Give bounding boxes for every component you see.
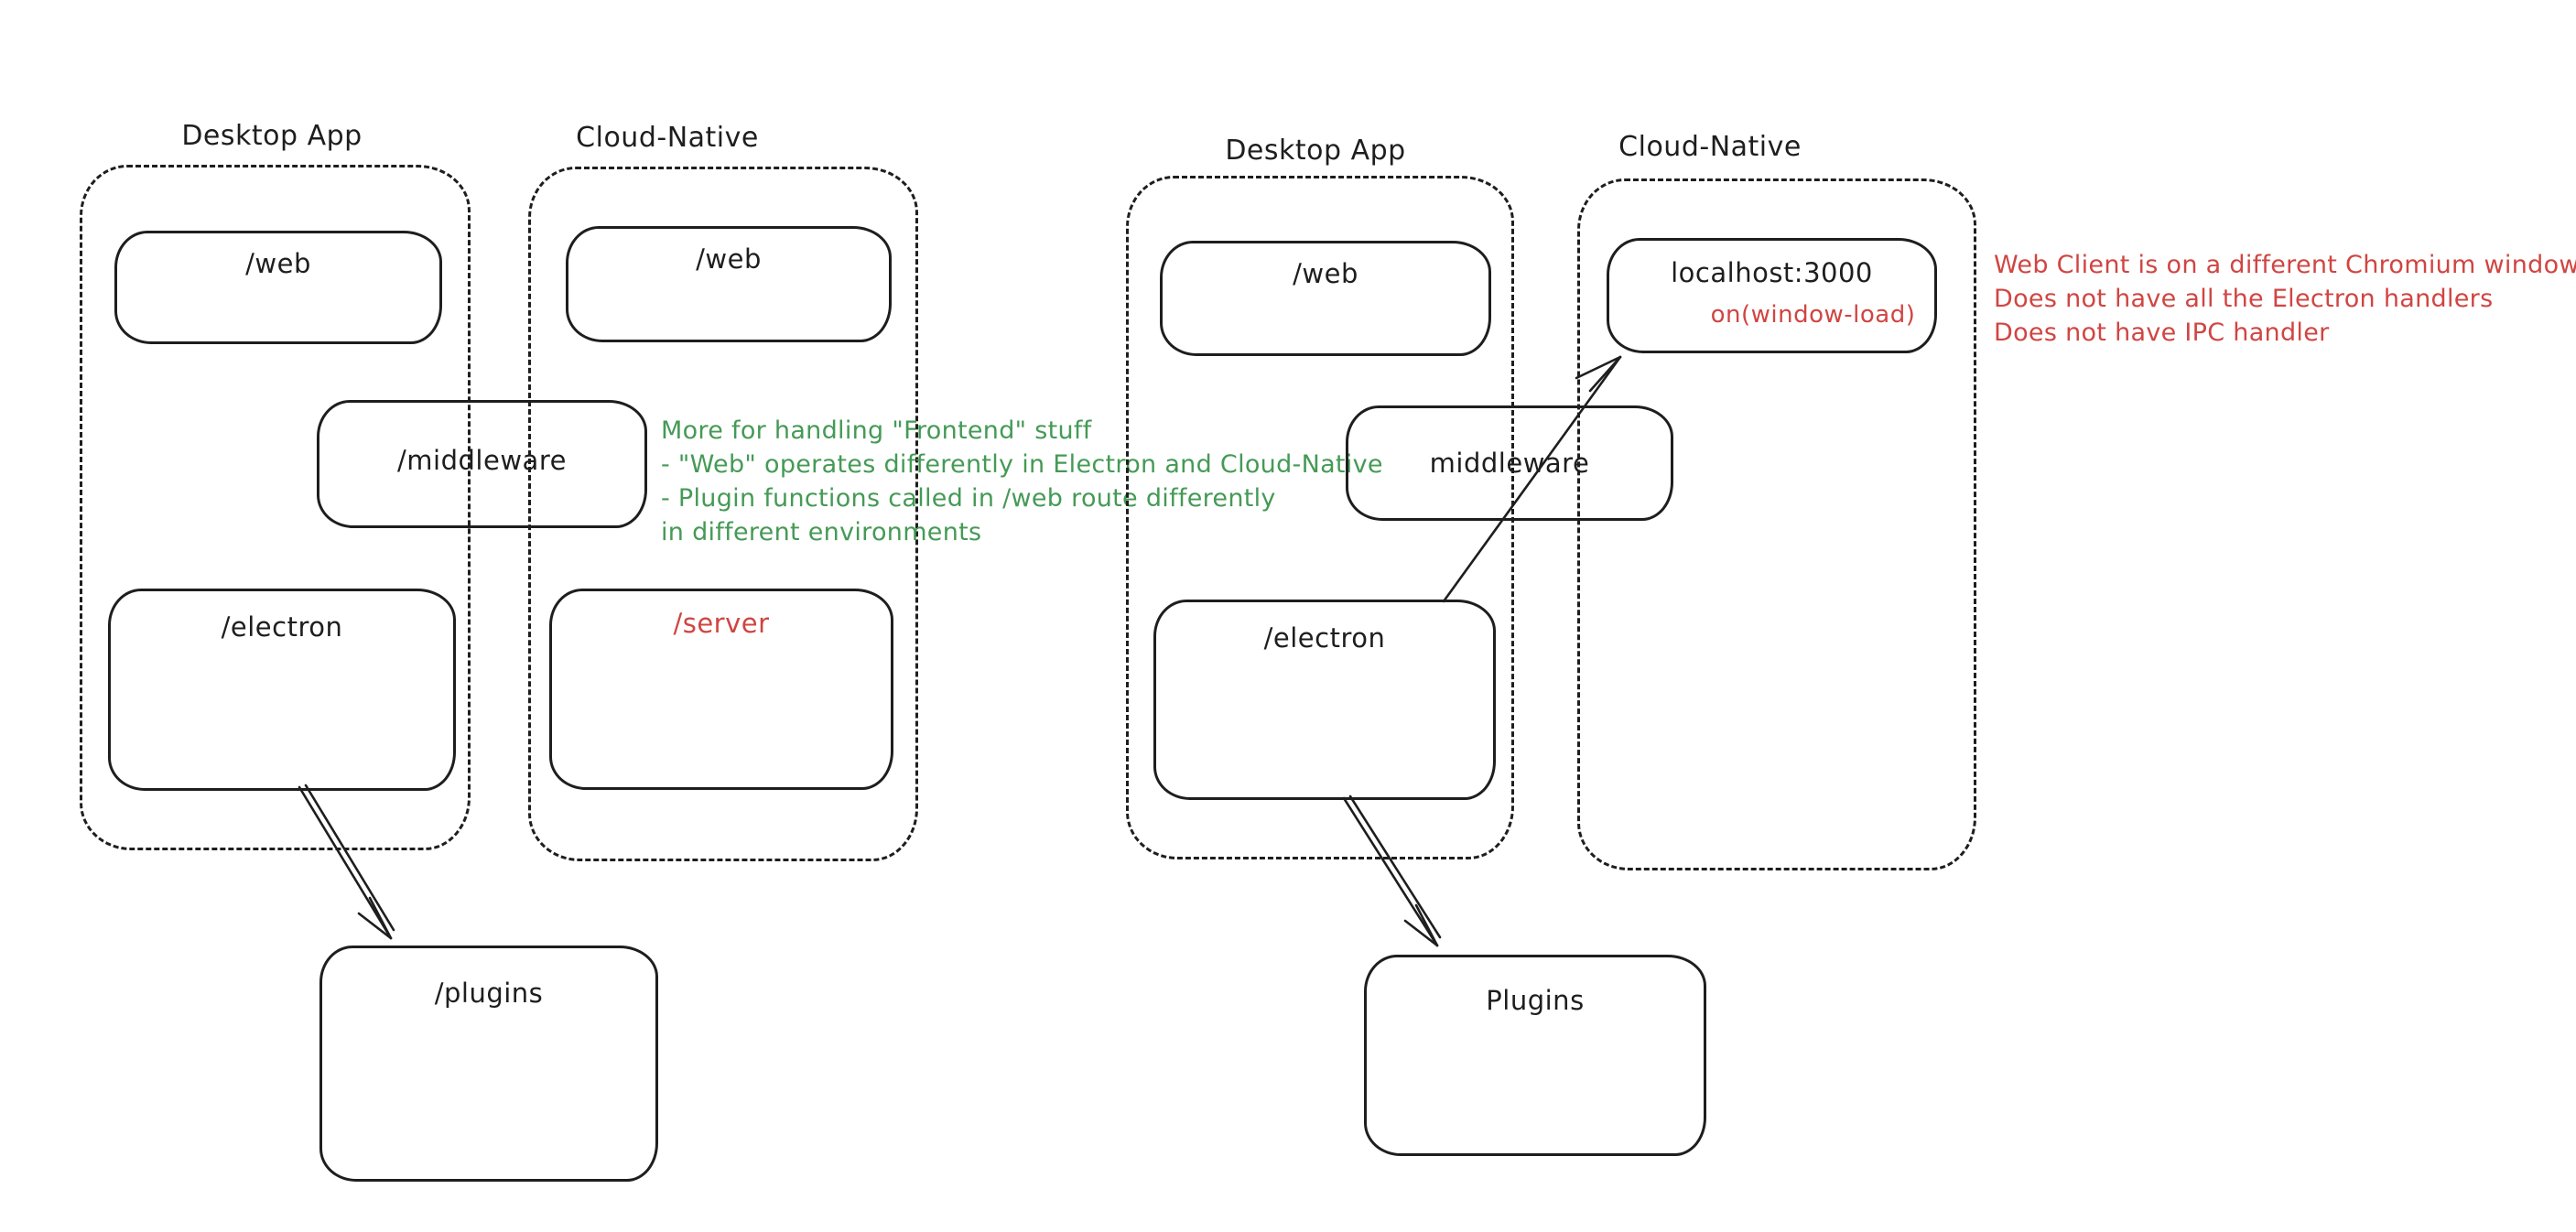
right-plugins-label: Plugins [1486,985,1585,1016]
right-desktop-title: Desktop App [1225,135,1406,167]
frontend-note-line-1: More for handling "Frontend" stuff [661,416,1092,445]
left-desktop-web-box: /web [114,231,442,344]
left-desktop-web-label: /web [245,248,311,279]
right-middleware-box: middleware [1346,405,1673,521]
web-client-note: Web Client is on a different Chromium wi… [1994,248,2576,350]
right-cloud-title: Cloud-Native [1618,131,1802,163]
frontend-note-line-4: in different environments [661,518,982,546]
frontend-note-line-2: - "Web" operates differently in Electron… [661,450,1383,479]
left-electron-label: /electron [221,611,343,643]
left-plugins-box: /plugins [319,946,658,1182]
left-middleware-box: /middleware [317,400,647,528]
left-server-label: /server [673,608,770,639]
left-desktop-container [80,165,471,850]
right-electron-label: /electron [1263,622,1386,654]
right-plugins-box: Plugins [1364,955,1706,1156]
web-client-note-line-1: Web Client is on a different Chromium wi… [1994,251,2576,279]
frontend-note: More for handling "Frontend" stuff - "We… [661,414,1383,549]
localhost-label: localhost:3000 [1671,257,1873,288]
left-electron-box: /electron [108,589,456,791]
left-cloud-web-label: /web [696,243,762,275]
left-middleware-label: /middleware [397,445,567,476]
web-client-note-line-2: Does not have all the Electron handlers [1994,285,2494,313]
window-load-label: on(window-load) [1710,301,1916,329]
web-client-note-line-3: Does not have IPC handler [1994,319,2330,347]
right-desktop-web-label: /web [1293,258,1358,289]
localhost-box: localhost:3000 on(window-load) [1607,238,1937,353]
left-server-box: /server [549,589,893,790]
left-cloud-container [528,167,918,861]
left-cloud-title: Cloud-Native [576,122,759,154]
left-desktop-title: Desktop App [181,120,363,152]
left-plugins-label: /plugins [434,978,544,1009]
right-middleware-label: middleware [1429,448,1590,479]
left-cloud-web-box: /web [566,226,892,342]
frontend-note-line-3: - Plugin functions called in /web route … [661,484,1276,513]
right-desktop-web-box: /web [1160,241,1491,356]
right-electron-box: /electron [1153,600,1496,800]
